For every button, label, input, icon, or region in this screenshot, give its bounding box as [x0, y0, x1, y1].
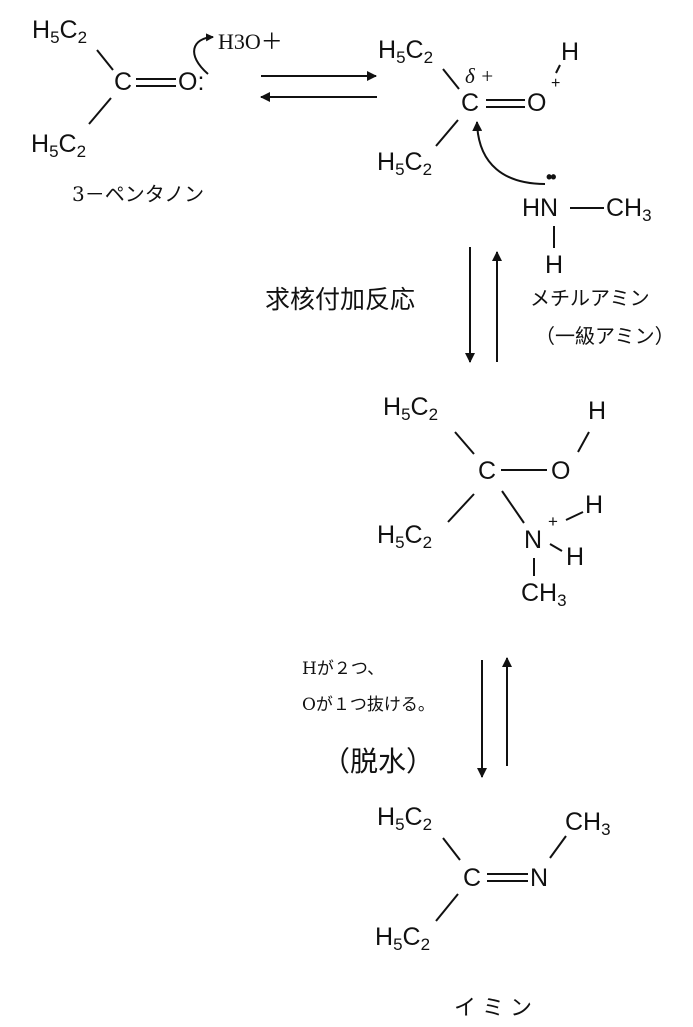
atom-label: C	[404, 803, 423, 831]
oxonium-charge: +	[551, 75, 561, 92]
subscript: 2	[422, 533, 433, 552]
atom-label: C	[59, 16, 78, 44]
dehydration-label: （脱水）	[322, 745, 435, 778]
atom-label: C	[405, 36, 424, 64]
imine-ethyl-bottom: H5C2	[375, 923, 430, 954]
imine-methyl: CH3	[565, 808, 611, 839]
intermediate-ethyl-top: H5C2	[383, 393, 438, 424]
subscript: 3	[642, 206, 652, 225]
atom-label: CH	[606, 194, 643, 222]
pentanone-ethyl-bottom: H5C2	[31, 130, 86, 161]
subscript: 5	[50, 28, 60, 47]
pentanone-ethyl-top: H5C2	[32, 16, 87, 47]
protonated-ethyl-bottom: H5C2	[377, 148, 432, 179]
atom-label: H	[31, 130, 50, 158]
ammonium-charge: +	[548, 512, 558, 531]
curved-arrow-proton	[193, 33, 214, 75]
partial-charge-label: δ +	[465, 64, 495, 88]
ammonium-hydrogen-2: H	[566, 543, 585, 571]
intermediate-oxygen: O	[551, 457, 571, 485]
atom-label: H	[377, 521, 396, 549]
amine-methyl: CH3	[606, 194, 652, 225]
atom-label: H	[377, 803, 396, 831]
subscript: 2	[422, 160, 433, 179]
imine-carbon: C	[463, 864, 482, 892]
hydroxyl-hydrogen: H	[588, 397, 607, 425]
atom-label: C	[410, 393, 429, 421]
subscript: 5	[396, 48, 406, 67]
dehydration-note-line2: Oが１つ抜ける。	[302, 695, 435, 715]
pentanone-name: 3－ペンタノン	[72, 182, 205, 206]
subscript: 5	[395, 160, 405, 179]
protonated-oxygen: O	[527, 89, 547, 117]
subscript: 2	[76, 142, 87, 161]
imine-name: イミン	[454, 996, 539, 1021]
atom-label: H	[378, 36, 397, 64]
imine-nitrogen: N	[530, 864, 549, 892]
amine-hn: HN	[522, 194, 559, 222]
pentanone-carbon: C	[114, 68, 133, 96]
curved-arrow-nucleophilic-attack	[472, 121, 546, 185]
imine-ethyl-top: H5C2	[377, 803, 432, 834]
subscript: 2	[422, 815, 433, 834]
subscript: 2	[420, 935, 431, 954]
atom-label: C	[404, 521, 423, 549]
subscript: 2	[77, 28, 88, 47]
oxonium-hydrogen: H	[561, 38, 580, 66]
amine-hydrogen: H	[545, 251, 564, 279]
subscript: 3	[601, 820, 611, 839]
atom-label: CH	[521, 579, 558, 607]
subscript: 5	[395, 815, 405, 834]
atom-label: H	[383, 393, 402, 421]
bond-top	[96, 49, 114, 71]
atom-label: H	[32, 16, 51, 44]
nucleophilic-addition-label: 求核付加反応	[265, 285, 416, 314]
protonated-carbon: C	[461, 89, 480, 117]
subscript: 5	[49, 142, 59, 161]
methylamine-name: メチルアミン	[530, 286, 650, 310]
atom-label: CH	[565, 808, 602, 836]
atom-label: H	[375, 923, 394, 951]
atom-label: C	[402, 923, 421, 951]
atom-label: C	[58, 130, 77, 158]
subscript: 2	[428, 405, 439, 424]
ammonium-hydrogen-1: H	[585, 491, 604, 519]
subscript: 5	[401, 405, 411, 424]
intermediate-methyl: CH3	[521, 579, 567, 610]
ammonium-nitrogen: N	[524, 526, 543, 554]
amine-class: （一級アミン）	[535, 324, 675, 348]
atom-label: C	[404, 148, 423, 176]
pentanone-oxygen: O:	[178, 68, 205, 96]
intermediate-ethyl-bottom: H5C2	[377, 521, 432, 552]
dehydration-note-line1: Hが２つ、	[302, 659, 385, 679]
subscript: 5	[395, 533, 405, 552]
bond-bottom	[88, 97, 112, 125]
intermediate-carbon: C	[478, 457, 497, 485]
atom-label: H	[377, 148, 396, 176]
subscript: 3	[557, 591, 567, 610]
lone-pair-dots: ••	[546, 167, 557, 187]
subscript: 2	[423, 48, 434, 67]
hydronium-label: H3O＋	[218, 29, 283, 54]
subscript: 5	[393, 935, 403, 954]
protonated-ethyl-top: H5C2	[378, 36, 433, 67]
